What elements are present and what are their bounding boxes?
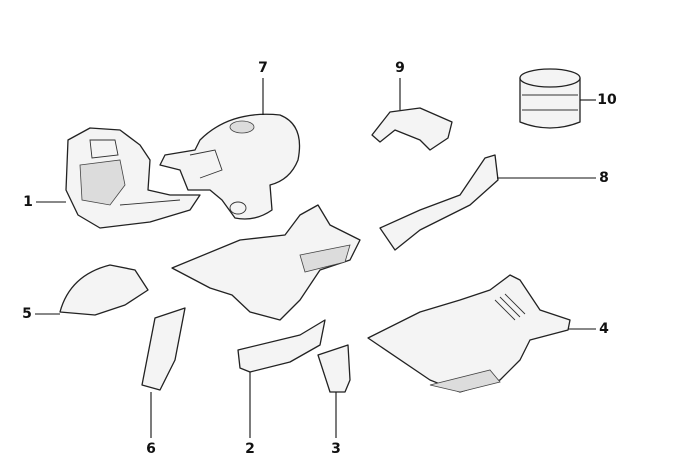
callout-2[interactable]: 2 xyxy=(245,441,255,457)
part-7-fuel-tank[interactable] xyxy=(159,113,301,220)
part-6-fork-cover[interactable] xyxy=(141,307,186,391)
callout-3[interactable]: 3 xyxy=(331,441,341,457)
callout-4[interactable]: 4 xyxy=(599,321,609,337)
callout-9[interactable]: 9 xyxy=(395,60,405,76)
part-4-right-side-fairing[interactable] xyxy=(367,274,571,393)
part-10-oil-filter[interactable] xyxy=(519,68,581,129)
callout-1[interactable]: 1 xyxy=(23,194,33,210)
part-9-seat-cowl[interactable] xyxy=(371,107,453,151)
part-1-front-fairing[interactable] xyxy=(65,127,201,229)
part-left-side-fairing[interactable] xyxy=(171,204,361,321)
callout-6[interactable]: 6 xyxy=(146,441,156,457)
callout-5[interactable]: 5 xyxy=(22,306,32,322)
part-2-lower-fairing[interactable] xyxy=(237,319,326,373)
callout-7[interactable]: 7 xyxy=(258,60,268,76)
callout-10[interactable]: 10 xyxy=(597,92,617,108)
part-5-front-mudguard[interactable] xyxy=(59,264,149,316)
part-8-rear-trim[interactable] xyxy=(379,154,499,251)
part-3-bracket-cover[interactable] xyxy=(317,344,351,393)
callout-8[interactable]: 8 xyxy=(599,170,609,186)
